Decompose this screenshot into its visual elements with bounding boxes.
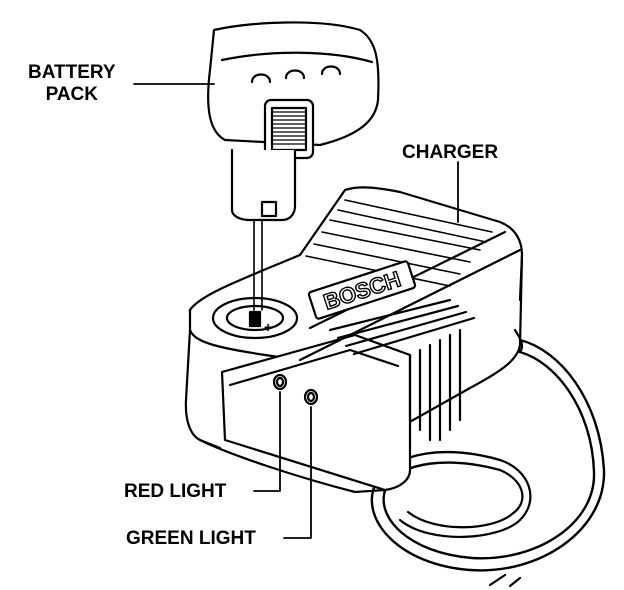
green-light-indicator [303, 388, 319, 406]
bosch-logo [307, 260, 417, 320]
plus-sign: + [264, 319, 272, 335]
red-light-label: RED LIGHT [124, 481, 227, 502]
red-light-leader-line [253, 391, 281, 492]
battery-pack-label-line2: PACK [45, 84, 99, 105]
charger-label: CHARGER [402, 142, 499, 163]
leader-lines [133, 83, 459, 539]
green-light-label: GREEN LIGHT [126, 528, 256, 549]
battery-pack [207, 21, 380, 311]
battery-pack-label-line1: BATTERY [28, 62, 116, 83]
charger-body [184, 186, 524, 494]
battery-pack-label: BATTERY PACK [28, 62, 116, 106]
green-light-leader-line [283, 406, 312, 539]
red-light-indicator [272, 373, 288, 391]
